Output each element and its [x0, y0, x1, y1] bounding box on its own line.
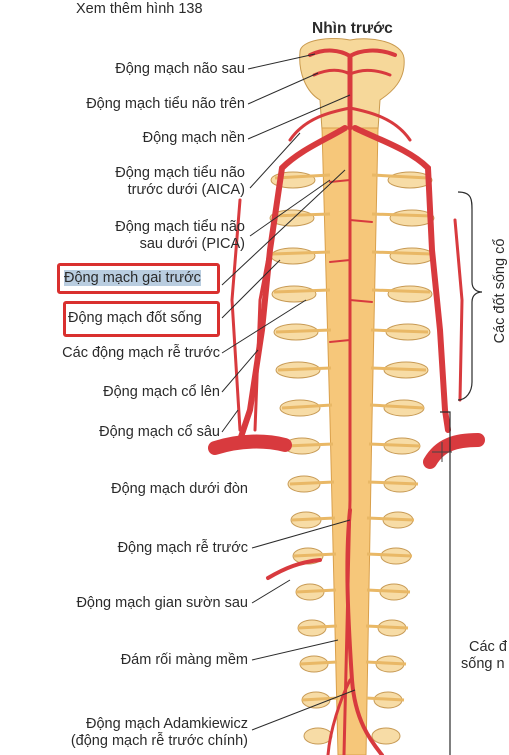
aica-left — [288, 106, 352, 142]
nerve-roots — [271, 173, 433, 702]
arteries — [208, 48, 485, 755]
label-posterior-intercostal: Động mạch gian sườn sau — [76, 595, 248, 611]
label-subclavian: Động mạch dưới đòn — [111, 481, 248, 497]
deep-cervical-left — [230, 198, 242, 432]
label-deep-cervical: Động mạch cổ sâu — [99, 424, 220, 440]
label-anterior-radicular: Động mạch rễ trước — [117, 540, 248, 556]
thoracic-bracket — [440, 411, 451, 755]
adamkiewicz-artery — [345, 508, 384, 755]
label-adamkiewicz-line2: (động mạch rễ trước chính) — [70, 733, 248, 749]
anterior-spinal-artery — [342, 126, 352, 755]
leader-lines — [221, 53, 356, 731]
see-also-note: Xem thêm hình 138 — [76, 1, 203, 17]
label-adamkiewicz-line1: Động mạch Adamkiewicz — [86, 716, 248, 732]
label-cervical-vertebrae: Các đốt sống cổ — [492, 238, 508, 344]
ascending-cervical-left — [253, 218, 277, 432]
vertebral-left — [237, 125, 348, 443]
subclavian-right — [423, 433, 485, 469]
label-anterior-spinal[interactable]: Động mạch gai trước — [64, 270, 201, 287]
label-aica-line1: Động mạch tiểu não — [115, 165, 245, 181]
label-thoracic-line1: Các đ — [469, 639, 507, 655]
label-pica-line2: sau dưới (PICA) — [139, 236, 245, 252]
label-superior-cerebellar: Động mạch tiểu não trên — [86, 96, 245, 112]
label-aica-line2: trước dưới (AICA) — [127, 182, 245, 198]
highlight-box-anterior-spinal — [57, 263, 220, 294]
label-posterior-cerebral: Động mạch não sau — [115, 61, 245, 77]
selected-text: Động mạch gai trước — [64, 270, 201, 286]
view-title: Nhìn trước — [312, 20, 393, 37]
vertebral-right — [352, 125, 451, 433]
subclavian-left — [208, 434, 292, 455]
highlight-box-vertebral — [63, 301, 220, 337]
aica-right — [348, 106, 412, 142]
label-vertebral[interactable]: Động mạch đốt sống — [68, 310, 202, 326]
label-anterior-radicular-group: Các động mạch rễ trước — [62, 345, 220, 361]
cervical-bracket — [457, 191, 483, 401]
label-pica-line1: Động mạch tiểu não — [115, 219, 245, 235]
label-thoracic-line2: sống n — [461, 656, 505, 672]
crosshair-cursor-icon — [432, 442, 452, 462]
label-pial-plexus: Đám rối màng mềm — [120, 652, 248, 668]
ascending-cervical-right — [453, 218, 464, 402]
label-basilar: Động mạch nền — [142, 130, 245, 146]
intercostal-left — [266, 558, 322, 580]
label-ascending-cervical: Động mạch cổ lên — [103, 384, 220, 400]
